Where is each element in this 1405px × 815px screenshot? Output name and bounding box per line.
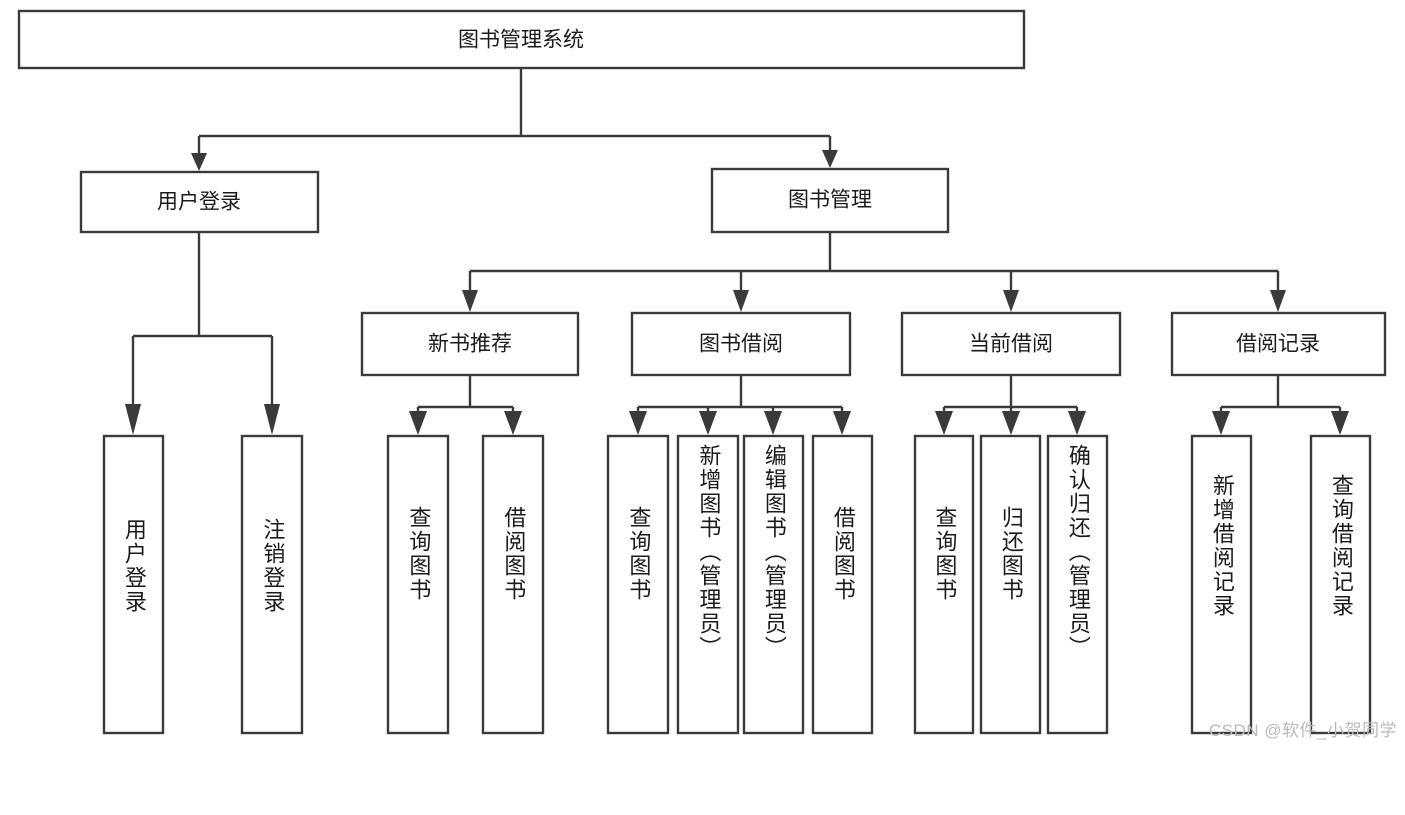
arrow-head-leaf-query-book-3 — [935, 411, 953, 435]
arrow-head-leaf-user-login — [125, 404, 141, 435]
node-leaf-query-record-box[interactable] — [1309, 434, 1372, 735]
node-leaf-borrow-book-2-box[interactable] — [811, 434, 874, 735]
node-borrow-record-box[interactable] — [1170, 311, 1387, 377]
node-leaf-add-record-box[interactable] — [1190, 434, 1253, 735]
arrow-head-user-login — [191, 153, 207, 171]
arrow-head-leaf-borrow-book-2 — [833, 411, 851, 435]
arrow-head-leaf-query-record — [1331, 411, 1349, 435]
node-leaf-query-book-3-box[interactable] — [913, 434, 975, 735]
node-leaf-add-book-box[interactable] — [676, 434, 740, 735]
node-leaf-return-book-box[interactable] — [979, 434, 1042, 735]
node-borrow-record-label: 借阅记录 — [1236, 333, 1320, 356]
csdn-watermark: CSDN @软件_小贺同学 — [1208, 721, 1397, 740]
diagram-canvas: 图书管理系统 用户登录 图书管理 新书推荐 图书借阅 当前借阅 借阅记录 — [17, 9, 1397, 740]
node-book-borrow-box[interactable] — [630, 311, 852, 377]
arrow-head-leaf-add-book — [699, 411, 717, 435]
node-current-borrow-box[interactable] — [900, 311, 1122, 377]
arrow-head-leaf-confirm-return — [1068, 411, 1086, 435]
connector-layer — [125, 68, 1349, 435]
arrow-head-leaf-add-record — [1212, 411, 1230, 435]
arrow-head-leaf-borrow-book-1 — [504, 411, 522, 435]
node-root-box[interactable] — [17, 9, 1026, 70]
node-new-book-recommend-box[interactable] — [360, 311, 580, 377]
arrow-head-leaf-edit-book — [764, 411, 782, 435]
node-leaf-logout-login-box[interactable] — [240, 434, 304, 735]
node-new-book-recommend-label: 新书推荐 — [428, 333, 512, 356]
arrow-head-borrow-record — [1270, 290, 1286, 312]
node-book-borrow-label: 图书借阅 — [699, 333, 783, 356]
node-user-login-box[interactable] — [79, 170, 320, 234]
node-leaf-confirm-return-box[interactable] — [1046, 434, 1109, 735]
arrow-head-current-borrow — [1003, 290, 1019, 312]
arrow-head-leaf-query-book-2 — [629, 411, 647, 435]
node-book-manage-label: 图书管理 — [788, 189, 872, 212]
arrow-head-leaf-return-book — [1002, 411, 1020, 435]
node-layer: 图书管理系统 用户登录 图书管理 新书推荐 图书借阅 当前借阅 借阅记录 — [17, 9, 1387, 735]
arrow-head-leaf-logout-login — [264, 404, 280, 435]
arrow-head-new-book-recommend — [462, 290, 478, 312]
arrow-head-leaf-query-book-1 — [409, 411, 427, 435]
arrow-head-book-borrow — [733, 290, 749, 312]
flowchart-svg: 图书管理系统 用户登录 图书管理 新书推荐 图书借阅 当前借阅 借阅记录 — [17, 9, 1387, 735]
node-leaf-borrow-book-1-box[interactable] — [481, 434, 545, 735]
arrow-head-book-manage — [822, 150, 838, 168]
node-current-borrow-label: 当前借阅 — [969, 333, 1053, 356]
node-leaf-query-book-2-box[interactable] — [606, 434, 670, 735]
node-book-manage-box[interactable] — [710, 167, 950, 234]
node-leaf-query-book-1-box[interactable] — [386, 434, 450, 735]
node-user-login-label: 用户登录 — [157, 191, 241, 214]
node-root-label: 图书管理系统 — [458, 29, 584, 52]
node-leaf-edit-book-box[interactable] — [742, 434, 805, 735]
node-leaf-user-login-box[interactable] — [102, 434, 165, 735]
